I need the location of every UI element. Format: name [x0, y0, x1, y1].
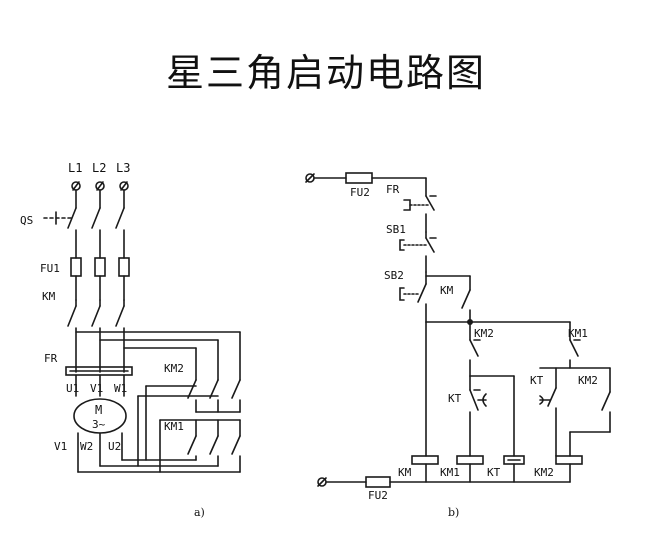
main-circuit: L1 L2 L3 QS FU1 — [20, 161, 241, 519]
fr-nc-contact — [403, 177, 437, 233]
bottom-supply — [317, 476, 571, 488]
coil-label-km: KM — [398, 466, 412, 479]
fu1-fuses — [70, 257, 130, 301]
coils — [411, 455, 583, 483]
km1-delta-contacts — [159, 419, 241, 473]
kt-no-contact — [539, 367, 557, 457]
km1-nc-contact — [539, 321, 611, 369]
phase-label-l2: L2 — [92, 161, 106, 175]
km2-hold-label: KM2 — [578, 374, 598, 387]
km2-label-a: KM2 — [164, 362, 184, 375]
coil-km — [411, 455, 439, 465]
coil-label-kt: KT — [487, 466, 501, 479]
km-hold-label: KM — [440, 284, 454, 297]
kt-nc-contact — [469, 375, 515, 457]
fr-thermal-relay — [65, 366, 133, 376]
control-bus — [425, 319, 571, 457]
fu1-label: FU1 — [40, 262, 60, 275]
km2-hold-contact — [569, 367, 611, 457]
fr-label-b: FR — [386, 183, 400, 196]
terminal-u2: U2 — [108, 440, 121, 453]
fu2-bottom-label: FU2 — [368, 489, 388, 502]
control-circuit: FU2 FR SB1 SB2 KM — [305, 172, 611, 519]
qs-label: QS — [20, 214, 33, 227]
coil-label-km1: KM1 — [440, 466, 460, 479]
terminal-v1: V1 — [90, 382, 103, 395]
km1-nc-label: KM1 — [568, 327, 588, 340]
terminal-u1: U1 — [66, 382, 79, 395]
kt-no-label: KT — [530, 374, 544, 387]
kt-nc-label: KT — [448, 392, 462, 405]
km-main-label: KM — [42, 290, 56, 303]
sb1-label: SB1 — [386, 223, 406, 236]
caption-b: b) — [448, 506, 459, 519]
sb2-label: SB2 — [384, 269, 404, 282]
qs-switch — [43, 189, 125, 259]
km-hold-contact — [425, 275, 471, 323]
km2-nc-label: KM2 — [474, 327, 494, 340]
sb2-start-button — [399, 271, 427, 323]
star-cross-wires — [137, 385, 219, 467]
coil-km1 — [456, 455, 484, 465]
caption-a: a) — [194, 506, 205, 519]
coil-km2 — [555, 455, 583, 465]
phase-label-l1: L1 — [68, 161, 82, 175]
km-main-contacts — [67, 299, 125, 373]
coil-label-km2: KM2 — [534, 466, 554, 479]
top-supply — [305, 172, 427, 184]
phase-label-l3: L3 — [116, 161, 130, 175]
km2-nc-contact — [469, 321, 515, 377]
supply-terminals — [71, 181, 129, 191]
diagram-title: 星三角启动电路图 — [165, 51, 486, 95]
fu2-top-label: FU2 — [350, 186, 370, 199]
motor: M 3~ — [73, 398, 127, 434]
branch-wires — [75, 331, 241, 381]
motor-sub-label: 3~ — [92, 418, 106, 431]
terminal-w2: W2 — [80, 440, 93, 453]
sb1-stop-button — [399, 231, 437, 273]
motor-label: M — [95, 403, 102, 417]
fr-label-a: FR — [44, 352, 58, 365]
km1-label-a: KM1 — [164, 420, 184, 433]
terminal-v1-bottom: V1 — [54, 440, 67, 453]
terminal-w1: W1 — [114, 382, 127, 395]
motor-bottom-wires — [77, 432, 241, 473]
km2-star-contacts — [187, 379, 241, 413]
